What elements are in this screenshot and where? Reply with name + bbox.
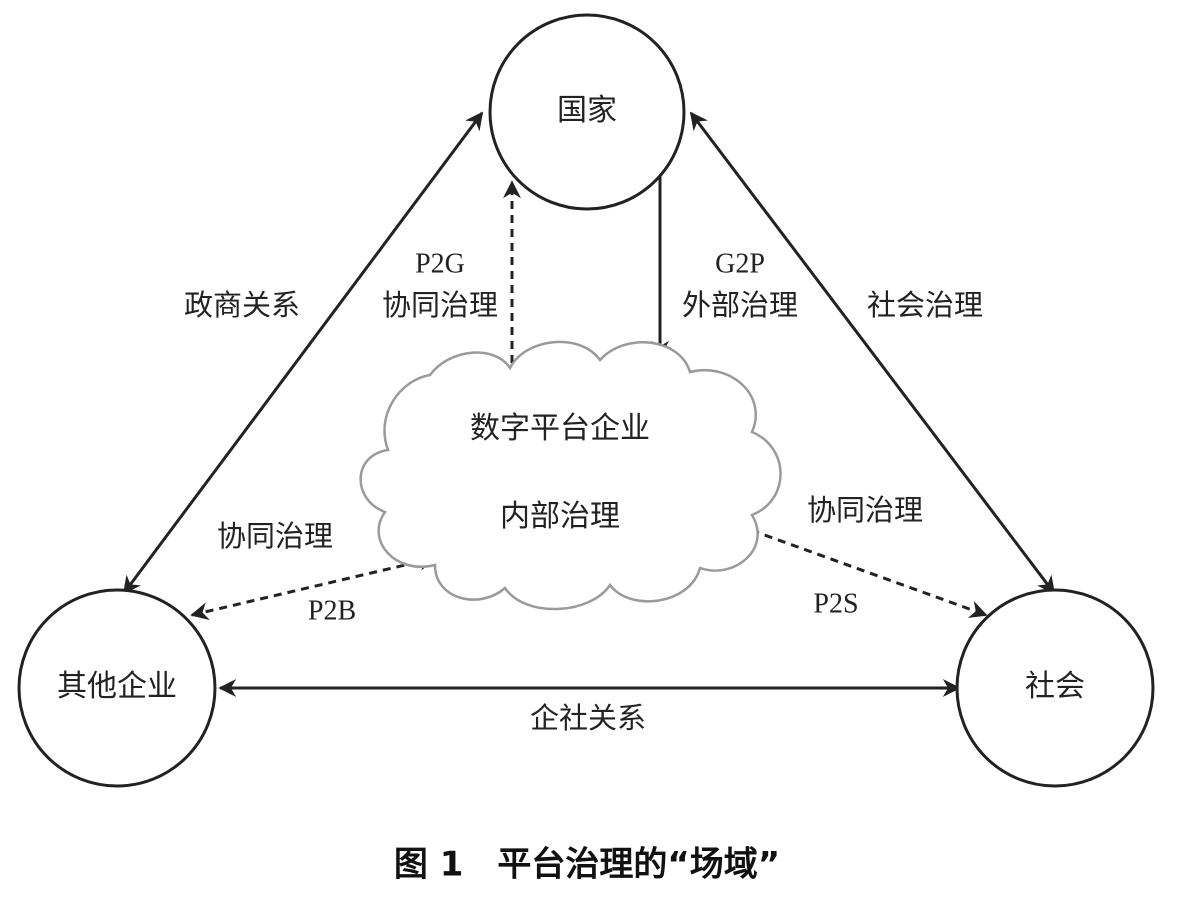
node-state-circle	[488, 13, 686, 211]
edge-label-p2b-code: P2B	[308, 595, 356, 626]
node-platform-subtitle: 内部治理	[500, 499, 620, 534]
node-other-firms-circle	[17, 588, 217, 788]
edge-label-firms-society: 企社关系	[530, 701, 646, 735]
edge-label-p2s: 协同治理	[807, 493, 923, 527]
edge-label-p2b: 协同治理	[217, 519, 333, 553]
edge-label-p2s-code: P2S	[813, 588, 858, 619]
edge-label-state-society: 社会治理	[867, 288, 983, 322]
edge-label-g2p-code: G2P	[715, 248, 765, 279]
edge-state-society	[689, 111, 1056, 595]
node-society-circle	[955, 588, 1155, 788]
edge-label-state-other-firms: 政商关系	[184, 288, 300, 322]
figure-caption: 图 1 平台治理的“场域”	[394, 845, 780, 885]
node-platform-title: 数字平台企业	[470, 411, 650, 446]
platform-cloud	[359, 340, 782, 611]
edge-label-g2p: 外部治理	[682, 288, 798, 322]
node-state-label: 国家	[557, 93, 617, 128]
edge-state-other-firms	[122, 111, 484, 595]
edge-label-p2g-code: P2G	[415, 248, 465, 279]
node-other-firms-label: 其他企业	[57, 669, 177, 704]
edge-label-p2g: 协同治理	[382, 288, 498, 322]
node-society-label: 社会	[1025, 669, 1085, 704]
